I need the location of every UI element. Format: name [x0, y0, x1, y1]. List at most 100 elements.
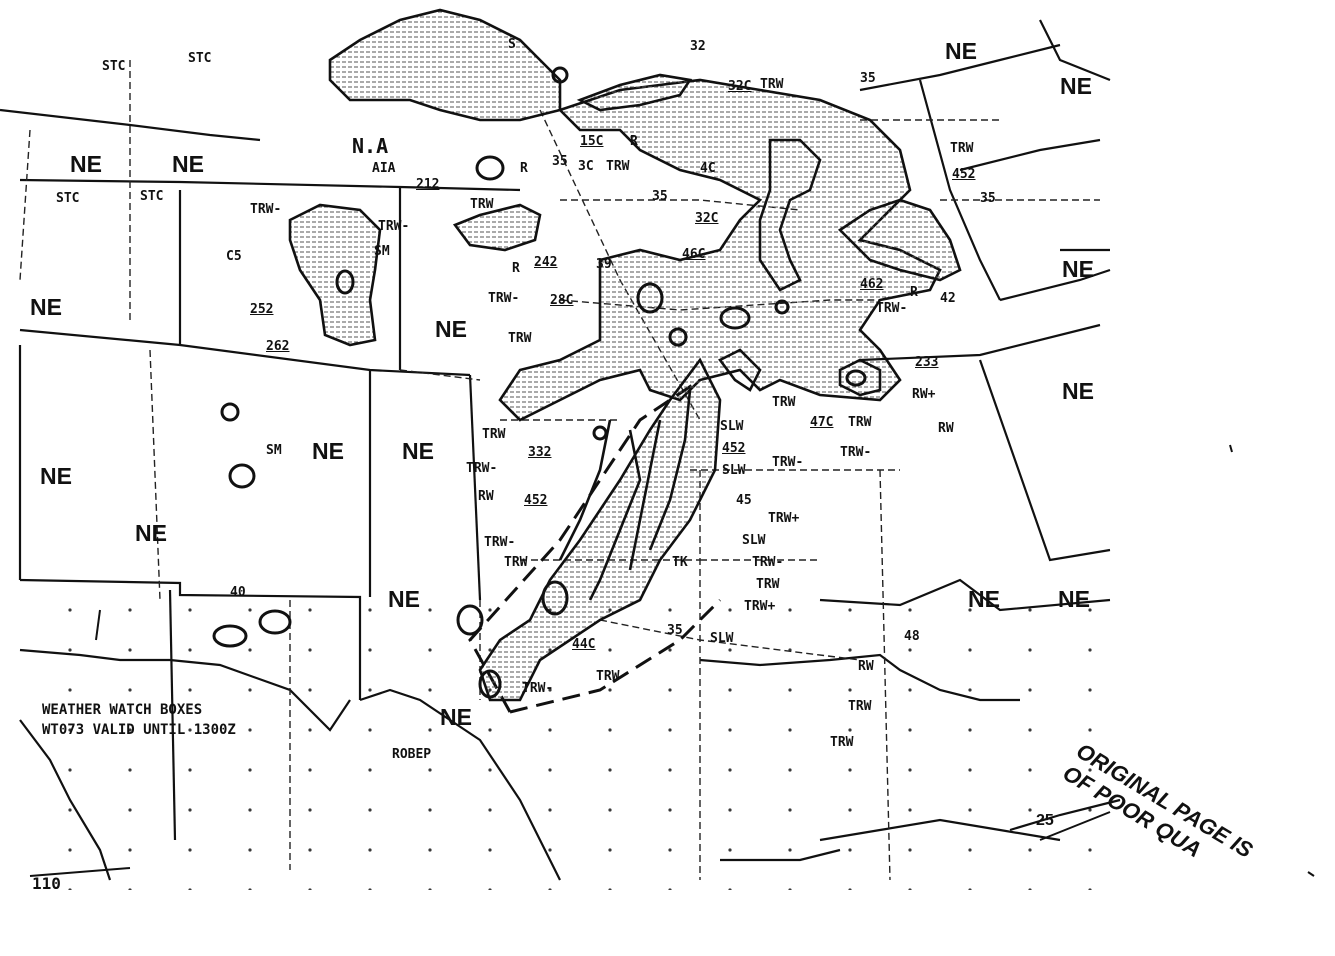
- label-trw: TRW: [508, 331, 532, 346]
- label-height: 262: [266, 339, 290, 354]
- label-height: 15C: [580, 134, 604, 149]
- label-slw: SLW: [720, 419, 744, 434]
- label-c5: C5: [226, 249, 242, 264]
- label-ne: NE: [30, 294, 62, 320]
- label-s: S: [508, 37, 516, 52]
- label-ne: NE: [40, 463, 72, 489]
- label-trw: TRW: [606, 159, 630, 174]
- label-ne: NE: [1058, 586, 1090, 612]
- label-height: 35: [860, 71, 876, 86]
- longitude-label: 110: [32, 874, 61, 893]
- label-height: 233: [915, 355, 939, 370]
- label-ne: NE: [945, 38, 977, 64]
- legend-title: WEATHER WATCH BOXES: [42, 702, 203, 718]
- label-height: 39: [596, 257, 612, 272]
- label-sm: SM: [266, 443, 282, 458]
- label-height: 32: [690, 39, 706, 54]
- label-height: 452: [952, 167, 976, 182]
- state-boundaries: [0, 19, 1121, 881]
- label-ne: NE: [1060, 73, 1092, 99]
- label-height: 452: [524, 493, 548, 508]
- label-trw-minus: TRW-: [752, 555, 784, 570]
- label-height: 35: [552, 154, 568, 169]
- label-height: 332: [528, 445, 552, 460]
- label-trw-minus: TRW-: [772, 455, 804, 470]
- label-aia: AIA: [372, 161, 396, 176]
- label-trw: TRW: [848, 415, 872, 430]
- label-stc: STC: [140, 189, 164, 204]
- label-height: 44C: [572, 637, 596, 652]
- label-height: 3C: [578, 159, 594, 174]
- label-height: 452: [722, 441, 746, 456]
- weather-radar-map: [0, 8, 1315, 890]
- latitude-label: 25: [1036, 812, 1054, 829]
- label-trw: TRW: [772, 395, 796, 410]
- label-na: N.A: [352, 134, 389, 158]
- label-trw-minus: TRW-: [876, 301, 908, 316]
- label-rw-plus: RW+: [912, 387, 936, 402]
- label-r: R: [520, 161, 528, 176]
- label-slw: SLW: [722, 463, 746, 478]
- label-height: 32C: [695, 211, 719, 226]
- map-ticks: [29, 444, 1315, 877]
- label-ne: NE: [312, 438, 344, 464]
- label-tk: TK: [672, 555, 688, 570]
- label-rw: RW: [858, 659, 874, 674]
- label-trw: TRW: [756, 577, 780, 592]
- label-ne: NE: [388, 586, 420, 612]
- label-slw: SLW: [710, 631, 734, 646]
- watch-box-legend: WEATHER WATCH BOXES WT073 VALID UNTIL 13…: [42, 700, 236, 740]
- label-trw-plus: TRW+: [744, 599, 776, 614]
- radar-echoes: [288, 8, 962, 702]
- label-slw: SLW: [742, 533, 766, 548]
- label-stc: STC: [102, 59, 126, 74]
- label-trw-minus: TRW-: [488, 291, 520, 306]
- label-height: 47C: [810, 415, 834, 430]
- label-height: 32C: [728, 79, 752, 94]
- label-stc: STC: [188, 51, 212, 66]
- label-height: 462: [860, 277, 884, 292]
- label-trw: TRW: [830, 735, 854, 750]
- label-ne: NE: [968, 586, 1000, 612]
- label-trw-minus: TRW-: [522, 681, 554, 696]
- label-height: 48: [904, 629, 920, 644]
- label-trw: TRW: [482, 427, 506, 442]
- label-height: 35: [980, 191, 996, 206]
- label-height: 35: [652, 189, 668, 204]
- label-trw-minus: TRW-: [840, 445, 872, 460]
- radar-station-label: ROBEP: [392, 747, 432, 762]
- label-trw: TRW: [950, 141, 974, 156]
- label-ne: NE: [172, 151, 204, 177]
- label-height: 242: [534, 255, 558, 270]
- label-rw: RW: [478, 489, 494, 504]
- label-r: R: [630, 134, 638, 149]
- label-stc: STC: [56, 191, 80, 206]
- label-height: 40: [230, 585, 246, 600]
- label-trw-minus: TRW-: [250, 202, 282, 217]
- label-ne: NE: [1062, 378, 1094, 404]
- label-r: R: [512, 261, 520, 276]
- legend-validity: WT073 VALID UNTIL 1300Z: [42, 722, 236, 738]
- label-trw-minus: TRW-: [484, 535, 516, 550]
- grid-dots: [20, 600, 1120, 890]
- label-trw-plus: TRW+: [768, 511, 800, 526]
- label-trw: TRW: [504, 555, 528, 570]
- label-trw-minus: TRW-: [466, 461, 498, 476]
- label-rw: RW: [938, 421, 954, 436]
- label-trw: TRW: [470, 197, 494, 212]
- label-ne: NE: [435, 316, 467, 342]
- label-ne: NE: [440, 704, 472, 730]
- label-height: 4C: [700, 161, 716, 176]
- label-trw: TRW: [596, 669, 620, 684]
- label-r: R: [910, 285, 918, 300]
- label-trw: TRW: [760, 77, 784, 92]
- label-height: 35: [667, 623, 683, 638]
- label-sm: SM: [374, 244, 390, 259]
- label-height: 28C: [550, 293, 574, 308]
- label-height: 46C: [682, 247, 706, 262]
- label-ne: NE: [1062, 256, 1094, 282]
- label-ne: NE: [135, 520, 167, 546]
- circle-echoes: [212, 66, 867, 699]
- label-ne: NE: [402, 438, 434, 464]
- label-trw: TRW: [848, 699, 872, 714]
